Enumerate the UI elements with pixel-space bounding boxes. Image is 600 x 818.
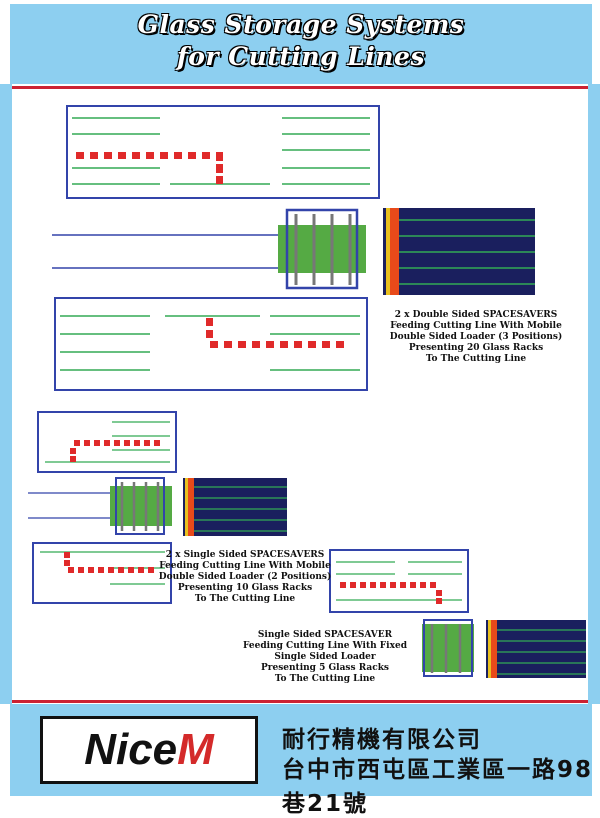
caption-line: Double Sided Loader (2 Positions) (158, 572, 332, 582)
caption-line: Single Sided SPACESAVER (257, 630, 393, 640)
caption-single-sided-pair-layout: 2 x Single Sided SPACESAVERS Feeding Cut… (140, 550, 350, 605)
dashed-transfer-path-b-top (70, 440, 160, 462)
storage-frame-b-top (37, 411, 177, 473)
storage-frame-a-top (66, 105, 380, 199)
bottom-red-rule (12, 700, 588, 703)
dashed-transfer-path-b-bottom (64, 552, 154, 573)
layout-c (329, 549, 586, 678)
caption-single-layout: Single Sided SPACESAVER Feeding Cutting … (215, 630, 435, 685)
dashed-transfer-path-a-top (76, 152, 223, 184)
storage-rails-a-top (72, 117, 370, 185)
title-line1: Glass Storage Systems (137, 10, 465, 39)
cutting-table-rails-b (194, 486, 287, 532)
title-band (10, 4, 592, 84)
diagram-area (12, 89, 588, 700)
cutting-table-bar-b (188, 478, 194, 536)
cutting-table-edge-a (386, 208, 390, 295)
caption-line: Double Sided Loader (3 Positions) (389, 332, 563, 342)
logo-wordmark: Nice (84, 725, 178, 774)
caption-double-sided-layout: 2 x Double Sided SPACESAVERS Feeding Cut… (368, 310, 584, 365)
layout-a (52, 105, 535, 391)
company-logo: NiceM (40, 716, 258, 784)
cutting-table-bar-a (390, 208, 399, 295)
loader-posts-b (120, 482, 160, 531)
caption-line: To The Cutting Line (194, 594, 296, 604)
storage-rails-c (336, 561, 462, 601)
dashed-transfer-path-c (340, 582, 442, 604)
cutting-table-edge-c (488, 620, 491, 678)
title-line2: for Cutting Lines (176, 42, 426, 71)
cutting-table-frame-c (486, 620, 586, 678)
mobile-loader-a (278, 225, 366, 273)
cutting-line-rails-a (52, 234, 278, 269)
caption-line: 2 x Double Sided SPACESAVERS (394, 310, 558, 320)
caption-line: 2 x Single Sided SPACESAVERS (165, 550, 325, 560)
storage-rails-b-top (45, 421, 170, 463)
storage-frame-c (329, 549, 469, 613)
cutting-table-rails-a (399, 219, 535, 285)
cutting-table-edge-b (185, 478, 188, 536)
storage-frame-a-bottom (54, 297, 368, 391)
layout-b (28, 411, 287, 604)
dashed-transfer-path-a-bottom (206, 318, 344, 348)
layout-diagrams (28, 105, 586, 678)
loader-posts-c (430, 624, 462, 673)
caption-line: Presenting 10 Glass Racks (177, 583, 313, 593)
loader-carriage-a (285, 208, 359, 290)
cutting-table-frame-b (183, 478, 287, 536)
logo-frame (40, 716, 258, 784)
caption-line: Feeding Cutting Line With Fixed (243, 641, 407, 651)
mobile-loader-b (110, 486, 172, 526)
caption-line: Feeding Cutting Line With Mobile (390, 321, 562, 331)
caption-line: Presenting 5 Glass Racks (260, 663, 390, 673)
storage-frame-b-bottom (32, 542, 172, 604)
caption-line: To The Cutting Line (425, 354, 527, 364)
cutting-table-rails-c (497, 629, 586, 675)
fixed-loader-c (422, 624, 474, 672)
right-border-stripe (588, 84, 600, 704)
left-border-stripe (0, 84, 12, 704)
loader-posts-a (294, 214, 352, 285)
top-red-rule (12, 86, 588, 89)
company-address: 台中市西屯區工業區一路98巷21號 (282, 757, 594, 817)
caption-line: Feeding Cutting Line With Mobile (159, 561, 331, 571)
company-name: 耐行精機有限公司 (282, 727, 482, 753)
loader-carriage-b (115, 477, 165, 535)
logo-accent-letter: M (177, 725, 214, 774)
cutting-table-bar-c (491, 620, 497, 678)
caption-line: To The Cutting Line (274, 674, 376, 684)
caption-line: Presenting 20 Glass Racks (408, 343, 544, 353)
loader-carriage-c (423, 619, 473, 677)
cutting-line-rails-b (28, 492, 110, 519)
storage-rails-a-bottom (60, 315, 360, 371)
caption-line: Single Sided Loader (274, 652, 376, 662)
